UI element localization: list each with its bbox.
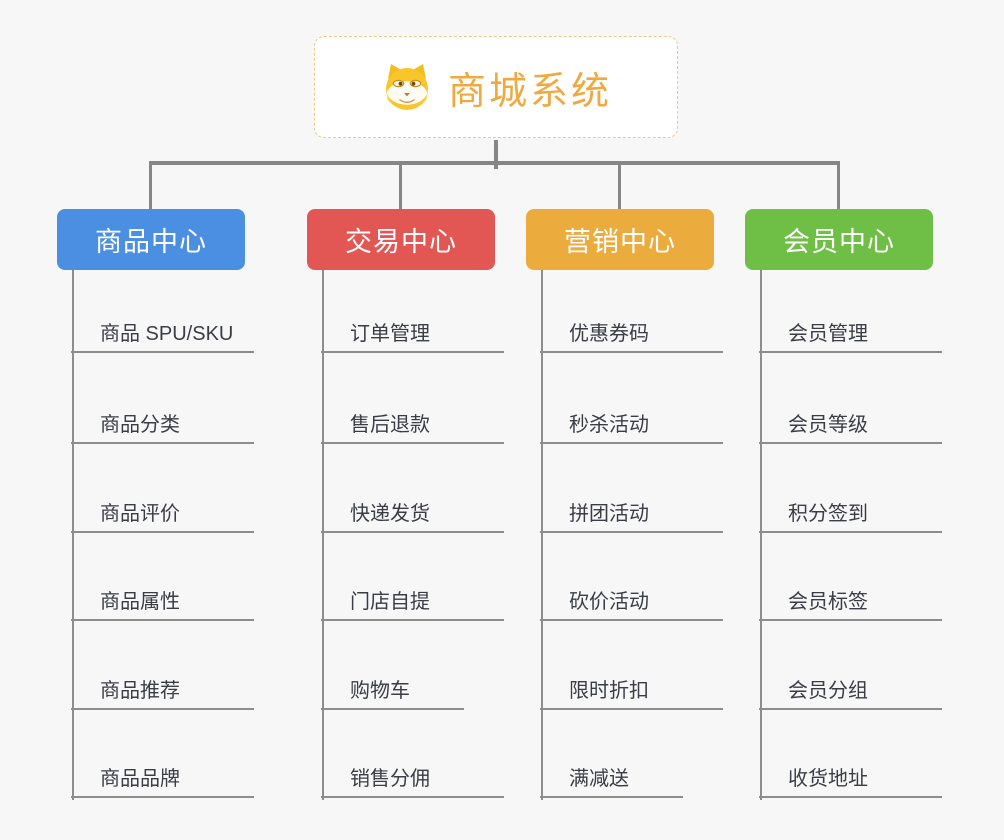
leaf-node-member-6[interactable]: 收货地址 — [759, 758, 942, 798]
leaf-node-product-2[interactable]: 商品分类 — [71, 404, 254, 444]
branch-spine-line — [322, 270, 324, 800]
leaf-node-trade-6[interactable]: 销售分佣 — [321, 758, 504, 798]
leaf-label: 拼团活动 — [569, 503, 649, 525]
branch-header-label: 营销中心 — [564, 227, 676, 257]
leaf-label: 商品推荐 — [100, 680, 180, 702]
root-stem-line — [494, 140, 498, 169]
leaf-node-member-1[interactable]: 会员管理 — [759, 313, 942, 353]
leaf-node-marketing-2[interactable]: 秒杀活动 — [540, 404, 723, 444]
leaf-node-trade-4[interactable]: 门店自提 — [321, 581, 504, 621]
leaf-label: 商品评价 — [100, 503, 180, 525]
leaf-label: 收货地址 — [788, 768, 868, 790]
doge-icon — [380, 63, 434, 111]
leaf-node-marketing-6[interactable]: 满减送 — [540, 758, 683, 798]
leaf-node-member-5[interactable]: 会员分组 — [759, 670, 942, 710]
leaf-label: 限时折扣 — [569, 680, 649, 702]
leaf-label: 购物车 — [350, 680, 410, 702]
leaf-label: 订单管理 — [350, 323, 430, 345]
leaf-label: 满减送 — [569, 768, 629, 790]
branch-spine-line — [541, 270, 543, 800]
leaf-label: 销售分佣 — [350, 768, 430, 790]
leaf-node-marketing-4[interactable]: 砍价活动 — [540, 581, 723, 621]
leaf-node-trade-5[interactable]: 购物车 — [321, 670, 464, 710]
leaf-label: 砍价活动 — [569, 591, 649, 613]
leaf-node-marketing-3[interactable]: 拼团活动 — [540, 493, 723, 533]
leaf-label: 会员标签 — [788, 591, 868, 613]
leaf-node-product-4[interactable]: 商品属性 — [71, 581, 254, 621]
leaf-node-product-6[interactable]: 商品品牌 — [71, 758, 254, 798]
leaf-label: 商品品牌 — [100, 768, 180, 790]
leaf-label: 会员分组 — [788, 680, 868, 702]
leaf-label: 门店自提 — [350, 591, 430, 613]
leaf-label: 商品 SPU/SKU — [100, 323, 234, 345]
leaf-node-product-1[interactable]: 商品 SPU/SKU — [71, 313, 254, 353]
leaf-label: 售后退款 — [350, 414, 430, 436]
leaf-label: 会员管理 — [788, 323, 868, 345]
root-node[interactable]: 商城系统 — [314, 36, 678, 138]
branch-stem-line-1 — [149, 161, 152, 209]
leaf-node-product-5[interactable]: 商品推荐 — [71, 670, 254, 710]
branch-horizontal-line — [150, 161, 840, 165]
leaf-node-member-3[interactable]: 积分签到 — [759, 493, 942, 533]
branch-header-label: 交易中心 — [345, 227, 457, 257]
leaf-label: 积分签到 — [788, 503, 868, 525]
leaf-node-trade-2[interactable]: 售后退款 — [321, 404, 504, 444]
leaf-label: 商品属性 — [100, 591, 180, 613]
branch-header-member[interactable]: 会员中心 — [745, 209, 933, 270]
branch-header-trade[interactable]: 交易中心 — [307, 209, 495, 270]
leaf-label: 商品分类 — [100, 414, 180, 436]
leaf-node-member-4[interactable]: 会员标签 — [759, 581, 942, 621]
leaf-node-trade-3[interactable]: 快递发货 — [321, 493, 504, 533]
root-title: 商城系统 — [447, 70, 612, 113]
leaf-node-product-3[interactable]: 商品评价 — [71, 493, 254, 533]
leaf-label: 快递发货 — [350, 503, 430, 525]
branch-spine-line — [760, 270, 762, 800]
branch-header-product[interactable]: 商品中心 — [57, 209, 245, 270]
leaf-label: 会员等级 — [788, 414, 868, 436]
leaf-label: 秒杀活动 — [569, 414, 649, 436]
branch-stem-line-3 — [618, 161, 621, 209]
leaf-node-marketing-1[interactable]: 优惠券码 — [540, 313, 723, 353]
leaf-label: 优惠券码 — [569, 323, 649, 345]
leaf-node-member-2[interactable]: 会员等级 — [759, 404, 942, 444]
branch-stem-line-2 — [399, 161, 402, 209]
branch-header-label: 会员中心 — [783, 227, 895, 257]
branch-stem-line-4 — [837, 161, 840, 209]
branch-spine-line — [72, 270, 74, 800]
branch-header-label: 商品中心 — [95, 227, 207, 257]
leaf-node-trade-1[interactable]: 订单管理 — [321, 313, 504, 353]
branch-header-marketing[interactable]: 营销中心 — [526, 209, 714, 270]
leaf-node-marketing-5[interactable]: 限时折扣 — [540, 670, 723, 710]
